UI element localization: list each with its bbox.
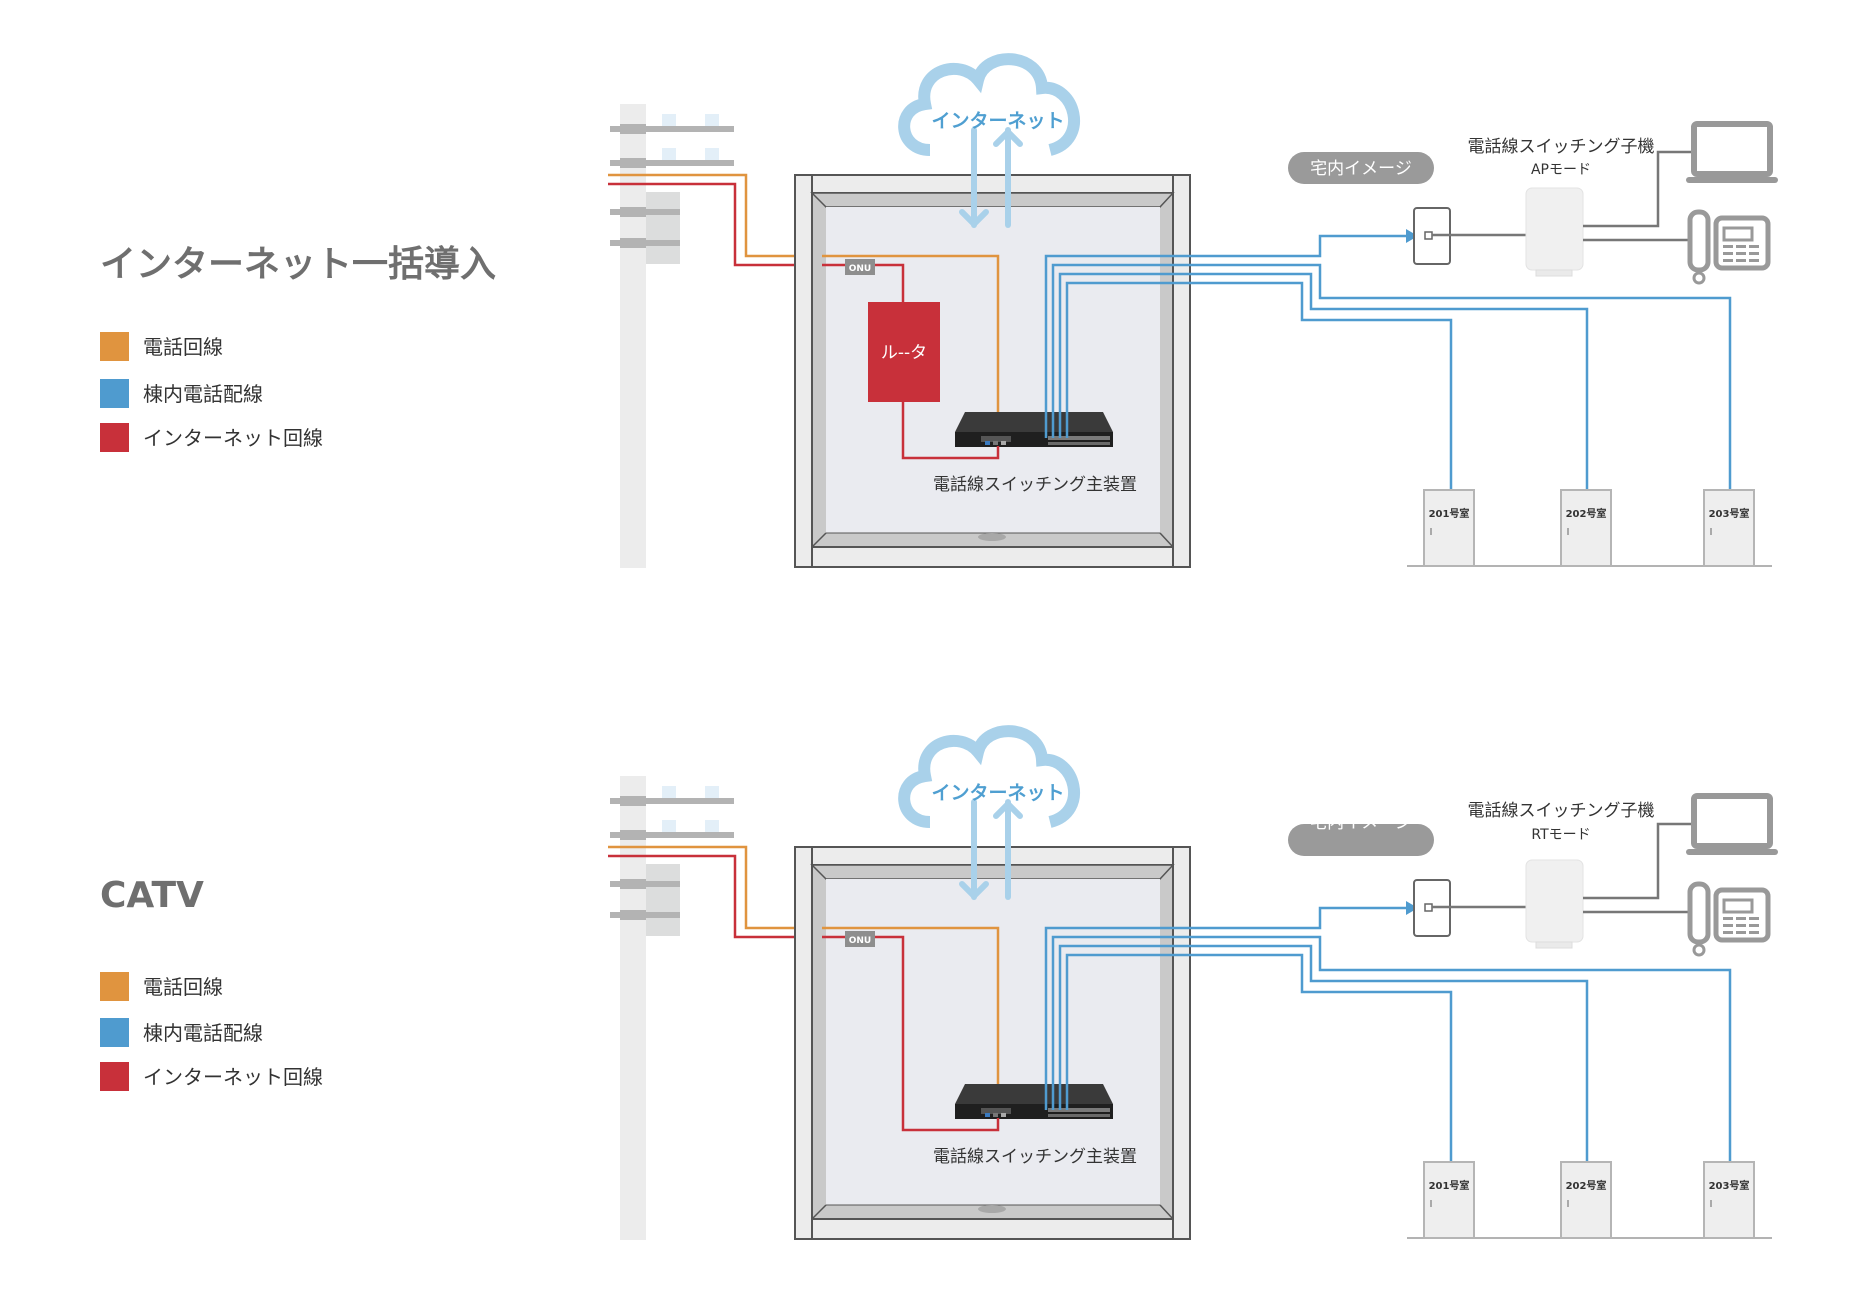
sub-unit-mode: RTモード: [1531, 827, 1590, 843]
section-catv: ONU CATV 電話回線 棟内電話配線 インターネット回線 インターネット 電…: [100, 731, 1778, 1240]
room-label: 201号室: [1429, 1179, 1470, 1192]
internet-line-onu-to-main: [875, 935, 1000, 1132]
home-image-badge-label: 宅内イメージ: [1310, 813, 1412, 833]
legend-swatch-phone-line: [100, 332, 129, 361]
section-internet-bulk: ル--タ ONU インターネット一括導入 電話回線 棟内電話配線 インターネット…: [100, 59, 1778, 568]
legend: 電話回線 棟内電話配線 インターネット回線: [100, 972, 323, 1091]
room-label: 203号室: [1709, 1179, 1750, 1192]
router-device: [868, 302, 940, 402]
legend-label-internet-line: インターネット回線: [143, 1065, 323, 1089]
legend-label-building-wiring: 棟内電話配線: [143, 382, 263, 406]
cloud-label: インターネット: [931, 110, 1064, 132]
sub-unit-mode: APモード: [1531, 162, 1591, 178]
router-label: ル--タ: [881, 343, 927, 363]
home-image-badge-label: 宅内イメージ: [1310, 159, 1412, 179]
legend-swatch-building-wiring: [100, 1018, 129, 1047]
room-label: 201号室: [1429, 507, 1470, 520]
main-unit-label: 電話線スイッチング主装置: [933, 1147, 1137, 1167]
legend-swatch-internet-line: [100, 1062, 129, 1091]
internet-line-router-in: [875, 263, 905, 302]
onu-label: ONU: [849, 264, 872, 274]
legend-label-building-wiring: 棟内電話配線: [143, 1021, 263, 1045]
legend-swatch-internet-line: [100, 423, 129, 452]
legend-swatch-building-wiring: [100, 379, 129, 408]
sub-unit-label: 電話線スイッチング子機: [1468, 801, 1655, 821]
legend-swatch-phone-line: [100, 972, 129, 1001]
cloud-label: インターネット: [931, 782, 1064, 804]
legend-label-internet-line: インターネット回線: [143, 426, 323, 450]
section-title: CATV: [100, 875, 204, 916]
onu-label: ONU: [849, 936, 872, 946]
main-unit-label: 電話線スイッチング主装置: [933, 475, 1137, 495]
room-label: 203号室: [1709, 507, 1750, 520]
room-label: 202号室: [1566, 507, 1607, 520]
legend-label-phone-line: 電話回線: [143, 975, 223, 999]
internet-line-router-out: [901, 402, 1000, 460]
room-label: 202号室: [1566, 1179, 1607, 1192]
sub-unit-label: 電話線スイッチング子機: [1468, 137, 1655, 157]
legend-label-phone-line: 電話回線: [143, 335, 223, 359]
legend: 電話回線 棟内電話配線 インターネット回線: [100, 332, 323, 452]
section-title: インターネット一括導入: [100, 244, 496, 285]
